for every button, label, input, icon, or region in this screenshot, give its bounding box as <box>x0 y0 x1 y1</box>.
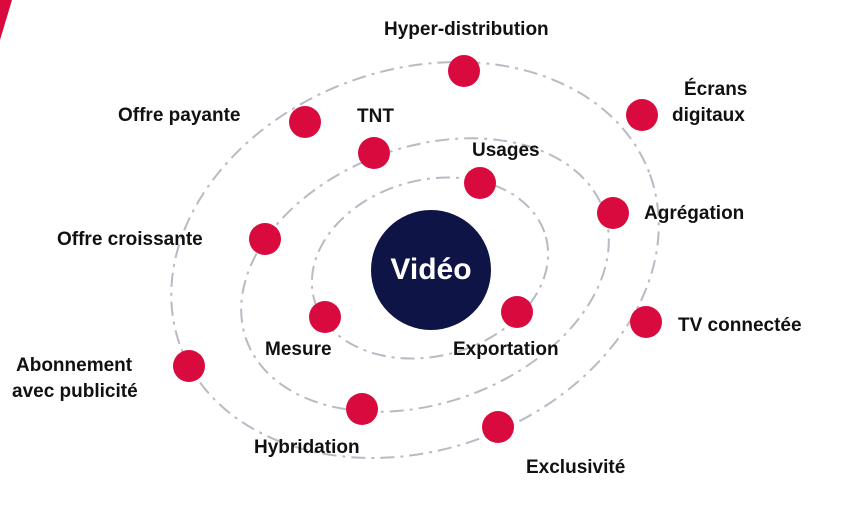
node-dot-exportation <box>501 296 533 328</box>
outer-orbit <box>170 61 660 459</box>
node-dot-agregation <box>597 197 629 229</box>
label-mesure: Mesure <box>265 339 332 360</box>
node-dot-usages <box>464 167 496 199</box>
label-agregation: Agrégation <box>644 203 745 224</box>
corner-accent-shape <box>0 0 12 40</box>
node-dot-tv-connectee <box>630 306 662 338</box>
label-offre-payante: Offre payante <box>118 105 241 126</box>
node-dot-exclusivite <box>482 411 514 443</box>
label-ecrans-digitaux-line2: digitaux <box>672 105 745 126</box>
label-offre-croissante: Offre croissante <box>57 229 203 250</box>
label-exclusivite: Exclusivité <box>526 457 626 478</box>
label-tv-connectee: TV connectée <box>678 315 802 336</box>
node-dot-offre-croissante <box>249 223 281 255</box>
node-dot-tnt <box>358 137 390 169</box>
label-abonnement-line1: Abonnement <box>16 355 133 376</box>
inner-orbit <box>310 176 550 360</box>
label-hybridation: Hybridation <box>254 437 360 458</box>
node-dot-ecrans-digitaux <box>626 99 658 131</box>
center-label: Vidéo <box>390 253 472 286</box>
label-hyper-distribution: Hyper-distribution <box>384 19 549 40</box>
node-dot-mesure <box>309 301 341 333</box>
label-abonnement-line2: avec publicité <box>12 381 138 402</box>
node-dot-offre-payante <box>289 106 321 138</box>
label-tnt: TNT <box>357 106 394 127</box>
node-dot-abonnement <box>173 350 205 382</box>
label-exportation: Exportation <box>453 339 559 360</box>
label-usages: Usages <box>472 140 540 161</box>
node-dot-hyper-distribution <box>448 55 480 87</box>
label-ecrans-digitaux-line1: Écrans <box>684 79 748 100</box>
node-dot-hybridation <box>346 393 378 425</box>
center-circle <box>371 210 491 330</box>
